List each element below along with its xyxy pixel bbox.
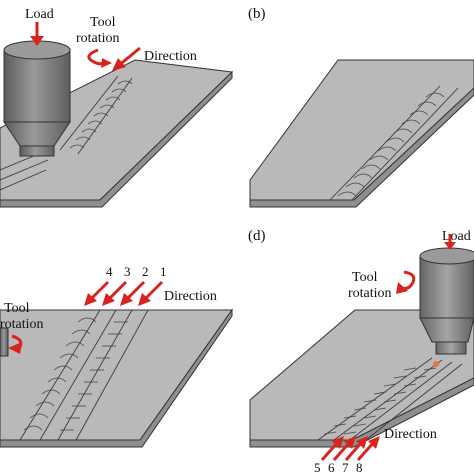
panel-d-pass-number-6: 6 xyxy=(328,460,335,474)
panel-c-pass-arrows xyxy=(84,282,162,306)
panel-b-label: (b) xyxy=(248,6,266,22)
panel-a-tool-pin xyxy=(20,146,54,156)
panel-d-rotation-arrow xyxy=(396,272,414,294)
panel-c-pass-number-3: 3 xyxy=(124,264,131,279)
panel-c-direction-label: Direction xyxy=(164,289,217,304)
panel-d-hot-spot xyxy=(433,361,439,367)
panel-a-rotation-arrow xyxy=(89,50,112,68)
panel-d-tool-shoulder xyxy=(420,256,474,318)
panel-d-pass-number-8: 8 xyxy=(356,460,363,474)
panel-c-rotation-label-line2: rotation xyxy=(0,317,44,332)
panel-a: Load Tool rotation Direction xyxy=(0,7,232,207)
panel-a-rotation-label-line1: Tool xyxy=(90,15,116,30)
panel-d-tool-top xyxy=(420,248,474,264)
panel-c-tool xyxy=(0,328,8,356)
panel-a-load-label: Load xyxy=(25,7,54,22)
panel-d-rotation-label-line1: Tool xyxy=(352,270,378,285)
panel-d-tool-pin xyxy=(436,342,466,354)
panel-c-pass-number-4: 4 xyxy=(106,264,113,279)
panel-d: (d) xyxy=(248,228,474,474)
panel-b: (b) xyxy=(248,6,474,207)
panel-c-rotation-label-line1: Tool xyxy=(4,301,30,316)
panel-d-pass-number-7: 7 xyxy=(342,460,349,474)
panel-d-pass-number-5: 5 xyxy=(314,460,321,474)
panel-d-load-label: Load xyxy=(442,229,471,244)
panel-a-direction-label: Direction xyxy=(144,49,197,64)
panel-d-direction-label: Direction xyxy=(384,427,437,442)
panel-b-plate-top xyxy=(250,60,474,200)
panel-d-label: (d) xyxy=(248,228,266,244)
panel-c-pass-number-1: 1 xyxy=(160,264,167,279)
panel-d-rotation-label-line2: rotation xyxy=(348,286,392,301)
panel-c-pass-number-2: 2 xyxy=(142,264,149,279)
panel-a-rotation-label-line2: rotation xyxy=(76,31,120,46)
panel-c: Tool rotation 4 3 2 1 Direction xyxy=(0,264,232,447)
panel-a-tool-shoulder xyxy=(4,50,70,122)
panel-c-tool-body xyxy=(0,328,8,356)
